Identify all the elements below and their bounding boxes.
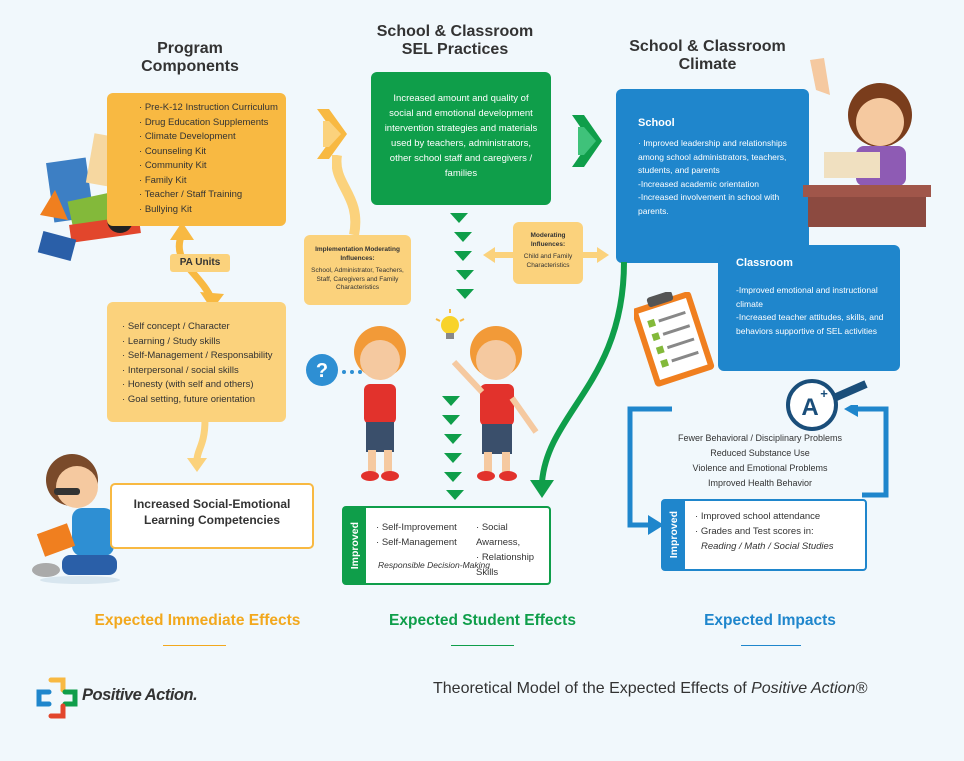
list-item: Counseling Kit: [139, 145, 286, 160]
list-item: Teacher / Staff Training: [139, 188, 286, 203]
effect-student: Expected Student Effects: [389, 612, 576, 629]
student-col1: · Self-Improvement · Self-Management: [376, 520, 457, 550]
footer-title-brand: Positive Action®: [751, 680, 868, 697]
list-item: Interpersonal / social skills: [122, 364, 286, 379]
list-item: Self-Management / Responsability: [122, 349, 286, 364]
list-item: · Improved school attendance: [695, 511, 821, 522]
list-item: Improved Health Behavior: [707, 478, 813, 488]
chevron-right-icon: [572, 115, 602, 167]
list-item: Bullying Kit: [139, 203, 286, 218]
impacts-list: Fewer Behavioral / Disciplinary Problems…: [650, 431, 870, 491]
list-item: -Increased involvement in school with pa…: [638, 192, 780, 216]
program-components-header: Program Components: [141, 40, 239, 75]
curve-arrow-icon: [530, 262, 627, 498]
effect-underline: [163, 645, 226, 646]
list-item: -Improved emotional and instructional cl…: [736, 285, 878, 309]
effect-underline: [451, 645, 514, 646]
implementation-influences-text: School, Administrator, Teachers, Staff, …: [311, 267, 404, 291]
pa-units-label: PA Units: [170, 254, 230, 272]
list-item: Family Kit: [139, 174, 286, 189]
moderating-influences-text: Child and Family Characteristics: [523, 253, 573, 269]
list-item: Fewer Behavioral / Disciplinary Problems: [677, 433, 843, 443]
effect-underline: [741, 645, 801, 646]
double-arrow-horizontal-icon: [483, 247, 609, 263]
boy-thinking-icon: [354, 326, 406, 481]
list-item: Drug Education Supplements: [139, 116, 286, 131]
list-item: · Grades and Test scores in:: [695, 526, 814, 537]
improved-tab-label: Improved: [668, 511, 680, 559]
clipboard-icon: [634, 292, 715, 387]
sel-competencies-text: Increased Social-Emotional Learning Comp…: [133, 497, 291, 527]
implementation-influences-box: Implementation Moderating Influences: Sc…: [304, 235, 411, 305]
footer-title-prefix: Theoretical Model of the Expected Effect…: [433, 680, 752, 697]
logo-text: Positive Action.: [82, 686, 198, 704]
improved-tab: Improved: [344, 508, 366, 583]
effect-impacts: Expected Impacts: [704, 612, 836, 629]
improved-tab-label: Improved: [349, 521, 361, 570]
list-item: Climate Development: [139, 130, 286, 145]
list-item: · Self-Improvement: [376, 522, 457, 533]
units-list: Self concept / Character Learning / Stud…: [107, 302, 286, 407]
arrow-down-icon: [187, 420, 209, 472]
school-box: School · Improved leadership and relatio…: [616, 89, 809, 263]
list-item: · Self-Management: [376, 537, 457, 548]
kid-reading-icon: [32, 454, 120, 584]
implementation-influences-title: Implementation Moderating Influences:: [315, 246, 400, 262]
list-item: Reduced Substance Use: [710, 448, 810, 458]
list-item: Goal setting, future orientation: [122, 393, 286, 408]
program-components-box: Pre-K-12 Instruction Curriculum Drug Edu…: [107, 93, 286, 226]
loop-arrow-icon: [627, 405, 889, 535]
list-item: -Increased teacher attitudes, skills, an…: [736, 312, 884, 336]
footer-title: Theoretical Model of the Expected Effect…: [433, 680, 867, 698]
impacts-improved-box: Improved · Improved school attendance · …: [661, 499, 867, 571]
list-item: · Relationship Skills: [476, 552, 535, 578]
classroom-title: Classroom: [736, 257, 793, 269]
lightbulb-icon: [435, 309, 465, 339]
subjects-text: Reading / Math / Social Studies: [701, 541, 834, 552]
question-icon: ?: [306, 354, 362, 386]
svg-text:+: +: [820, 386, 828, 401]
list-item: · Social Awarness,: [476, 522, 521, 548]
moderating-influences-box: Moderating Influences: Child and Family …: [513, 222, 583, 284]
boy-pointing-icon: [452, 326, 539, 481]
sel-practices-header: School & Classroom SEL Practices: [376, 23, 534, 58]
student-col2: · Social Awarness, · Relationship Skills: [476, 520, 549, 580]
list-item: Learning / Study skills: [122, 335, 286, 350]
list-item: -Increased academic orientation: [638, 178, 759, 189]
student-improved-box: Improved · Self-Improvement · Self-Manag…: [342, 506, 551, 585]
list-item: Honesty (with self and others): [122, 378, 286, 393]
sel-competencies-box: Increased Social-Emotional Learning Comp…: [110, 483, 314, 549]
impacts-improved-items: · Improved school attendance · Grades an…: [695, 509, 834, 554]
list-item: · Improved leadership and relationships …: [638, 138, 787, 175]
chevron-right-icon: [317, 109, 347, 159]
triangle-column-icon: [442, 213, 474, 500]
positive-action-logo-icon: [36, 677, 78, 719]
student-footer: Responsible Decision-Making: [378, 560, 490, 570]
classroom-items: -Improved emotional and instructional cl…: [718, 269, 900, 338]
sel-practices-box: Increased amount and quality of social a…: [371, 72, 551, 205]
program-components-list: Pre-K-12 Instruction Curriculum Drug Edu…: [107, 93, 286, 217]
classroom-box: Classroom -Improved emotional and instru…: [718, 245, 900, 371]
school-items: · Improved leadership and relationships …: [616, 129, 809, 218]
improved-tab: Improved: [663, 501, 685, 569]
svg-text:?: ?: [316, 360, 328, 382]
curve-arrow-icon: [332, 155, 361, 236]
sel-practices-text: Increased amount and quality of social a…: [384, 93, 538, 179]
list-item: Violence and Emotional Problems: [692, 463, 828, 473]
moderating-influences-title: Moderating Influences:: [530, 232, 566, 248]
teacher-icon: [803, 58, 931, 227]
school-title: School: [638, 117, 675, 129]
units-box: Self concept / Character Learning / Stud…: [107, 302, 286, 422]
list-item: Self concept / Character: [122, 320, 286, 335]
effect-immediate: Expected Immediate Effects: [94, 612, 301, 629]
climate-header: School & Classroom Climate: [629, 38, 786, 73]
list-item: Pre-K-12 Instruction Curriculum: [139, 101, 286, 116]
a-plus-magnifier-icon: A +: [786, 379, 868, 431]
list-item: Community Kit: [139, 159, 286, 174]
svg-text:A: A: [801, 394, 818, 421]
